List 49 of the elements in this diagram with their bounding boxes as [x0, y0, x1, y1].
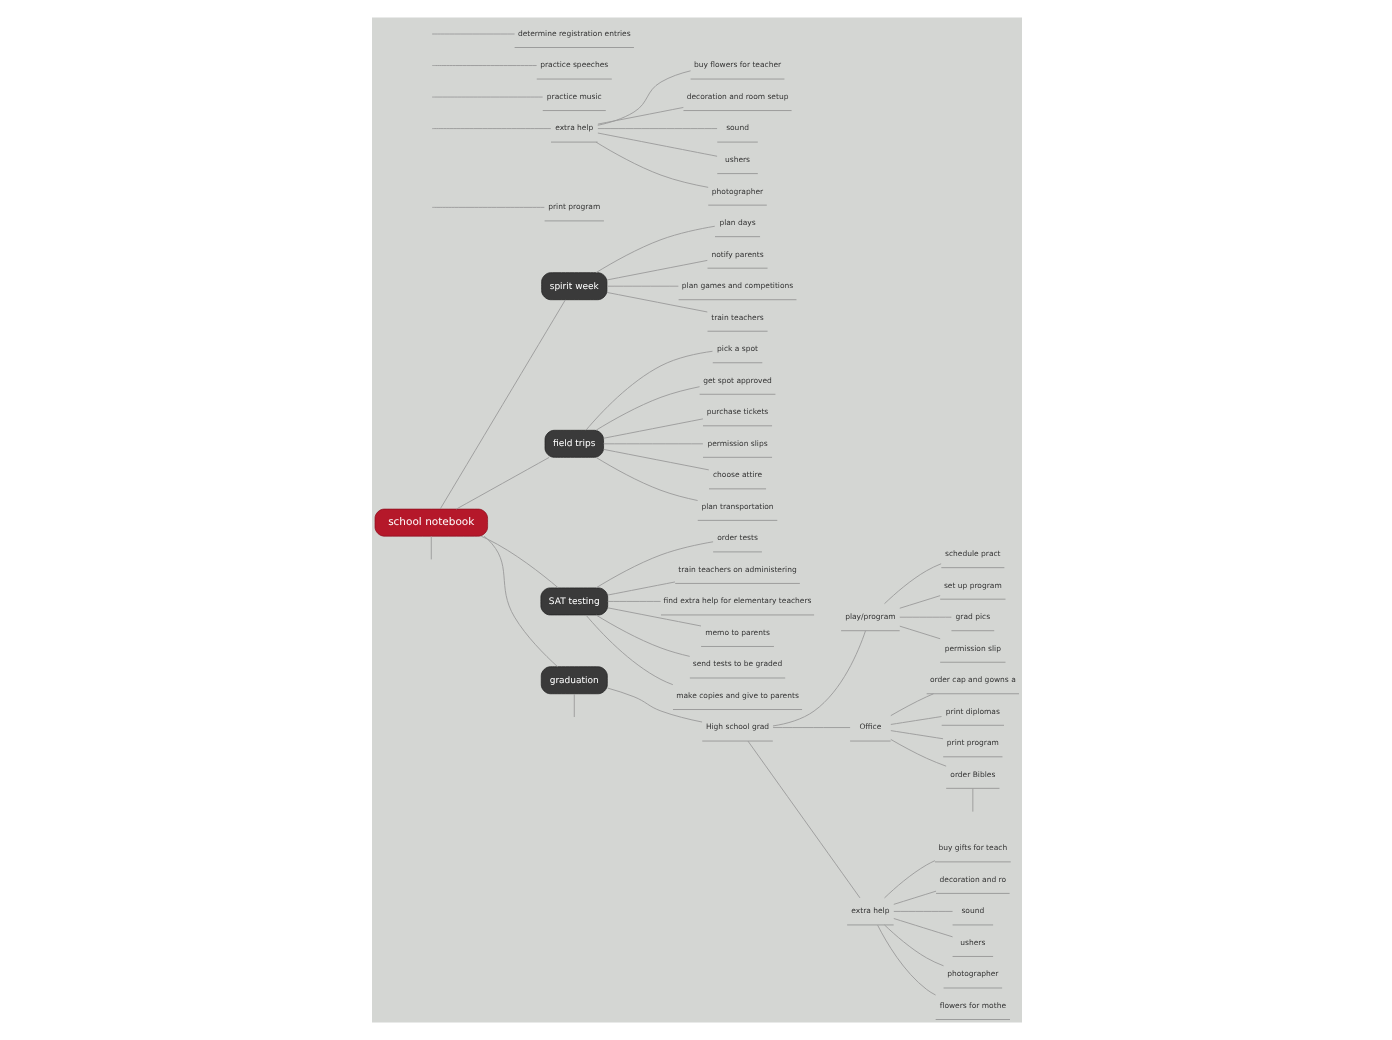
- connector: [454, 457, 549, 510]
- connector: [883, 924, 943, 967]
- connector: [594, 457, 698, 501]
- connector: [430, 65, 537, 66]
- connector: [430, 206, 544, 208]
- connector: [596, 128, 717, 129]
- connector: [602, 418, 703, 439]
- connector: [889, 716, 941, 725]
- connector: [584, 350, 712, 431]
- connector: [596, 107, 683, 125]
- connector: [572, 693, 574, 718]
- connector: [594, 614, 690, 657]
- connector: [898, 595, 940, 609]
- connector: [602, 443, 703, 445]
- connector: [971, 788, 973, 813]
- connector: [594, 541, 713, 589]
- connector: [430, 128, 551, 129]
- connector: [606, 607, 701, 627]
- connector: [605, 291, 707, 313]
- connector: [771, 727, 850, 728]
- connector: [602, 448, 709, 471]
- connector: [606, 581, 675, 596]
- connector: [438, 299, 565, 510]
- connector: [605, 285, 678, 287]
- connector: [892, 890, 936, 905]
- connector: [889, 730, 943, 740]
- connector: [606, 687, 702, 723]
- connector: [898, 625, 940, 640]
- connector: [584, 614, 673, 686]
- connector: [883, 860, 935, 899]
- connector: [746, 740, 860, 899]
- connector: [479, 535, 558, 589]
- connector: [771, 630, 865, 727]
- connector: [889, 738, 946, 767]
- connector: [596, 70, 691, 126]
- connector: [594, 141, 708, 188]
- connector: [482, 535, 557, 668]
- connector: [594, 225, 715, 274]
- connector: [606, 601, 661, 602]
- connector: [594, 386, 699, 431]
- connector: [889, 693, 933, 717]
- connector: [898, 616, 951, 618]
- connector: [596, 132, 717, 157]
- connector: [876, 924, 936, 996]
- connector: [605, 259, 707, 281]
- connector: [429, 535, 431, 560]
- connector: [892, 910, 953, 912]
- connector: [892, 918, 953, 938]
- connector: [883, 563, 941, 605]
